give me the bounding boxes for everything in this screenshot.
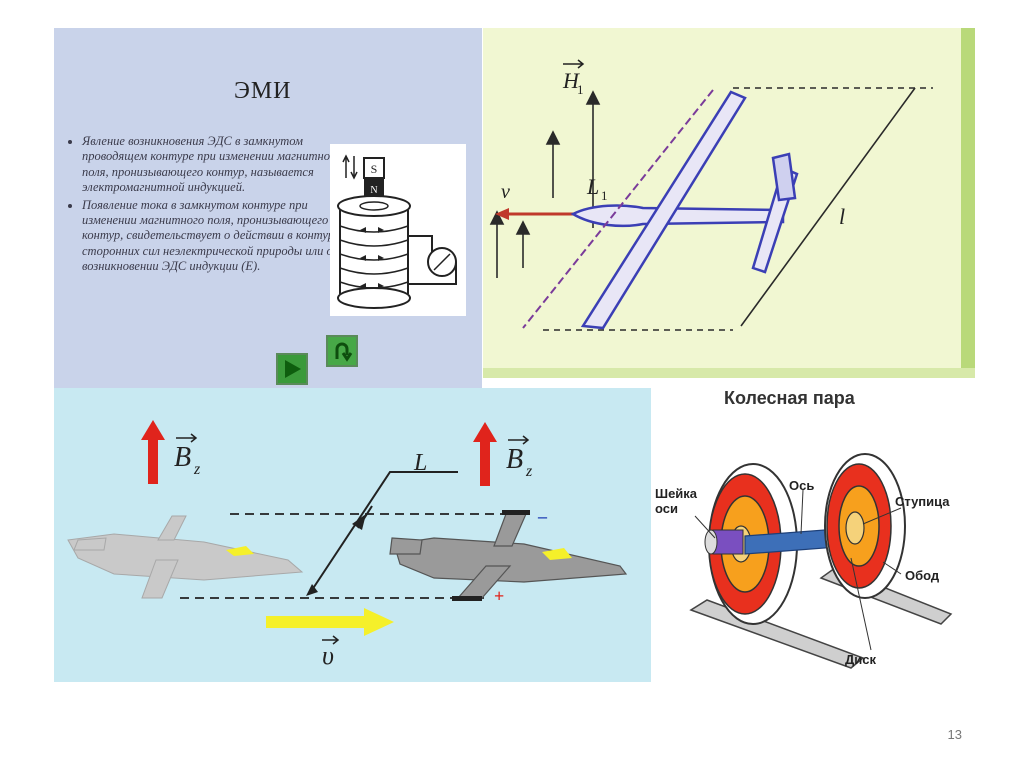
coil-bottom xyxy=(337,287,411,309)
plane-top-icon xyxy=(570,90,799,330)
plane-top-panel: H 1 v L 1 l xyxy=(483,28,975,378)
coil-diagram: S N xyxy=(330,144,466,316)
coil-windings xyxy=(339,225,409,289)
motion-arrows xyxy=(342,154,358,180)
emi-bullets: Явление возникновения ЭДС в замкнутом пр… xyxy=(68,134,344,277)
field-arrow-left xyxy=(141,420,165,484)
label-rim: Обод xyxy=(905,568,940,583)
label-Bz-right-sub: z xyxy=(525,463,533,480)
magnet-n-pole xyxy=(364,178,384,198)
label-hub: Ступица xyxy=(895,494,950,509)
wheelset-panel: Колесная пара Шейка оси Ось Ступица О xyxy=(651,378,963,684)
magnet-n-label: N xyxy=(370,185,377,196)
wing-line xyxy=(522,89,714,329)
plane-left-icon xyxy=(67,515,304,599)
wingtip-top xyxy=(502,510,530,515)
length-line xyxy=(740,87,916,327)
magnet-s-label: S xyxy=(371,162,378,176)
plus-sign: + xyxy=(494,586,504,606)
label-l: l xyxy=(839,204,845,229)
label-L: L xyxy=(586,174,599,199)
coil-sides xyxy=(339,210,409,294)
emi-bullet-1: Явление возникновения ЭДС в замкнутом пр… xyxy=(82,134,344,196)
plane-right-icon xyxy=(389,513,628,599)
right-wheel-hub xyxy=(845,511,865,545)
emi-panel: ЭМИ Явление возникновения ЭДС в замкнуто… xyxy=(54,28,482,388)
minus-sign: – xyxy=(537,506,548,526)
plane-side-diagram: B z B z L – + xyxy=(67,420,628,670)
leader-lines xyxy=(694,489,902,651)
label-journal: Шейка оси xyxy=(655,486,698,516)
emi-title: ЭМИ xyxy=(234,78,292,104)
label-disc: Диск xyxy=(845,652,876,667)
wheelset-title: Колесная пара xyxy=(724,388,855,408)
label-L-sub: 1 xyxy=(601,188,608,203)
green-edge xyxy=(961,28,975,378)
galvanometer-needle xyxy=(433,253,451,271)
journal xyxy=(712,529,744,555)
cockpit-right xyxy=(542,548,572,560)
play-button[interactable] xyxy=(276,353,308,385)
field-arrows-top xyxy=(489,90,601,278)
label-v: v xyxy=(501,181,510,203)
wheelset-diagram xyxy=(689,453,953,669)
label-axle: Ось xyxy=(789,478,815,493)
cockpit-left xyxy=(226,546,254,556)
emi-bullet-2: Появление тока в замкнутом контуре при и… xyxy=(82,198,344,275)
velocity-arrow-side xyxy=(266,608,394,636)
field-arrow-right xyxy=(473,422,497,486)
label-v-side: υ xyxy=(322,641,334,670)
label-H: H xyxy=(562,68,580,93)
label-H-sub: 1 xyxy=(577,82,584,97)
label-Bz-right: B xyxy=(506,444,523,475)
wingtip-bottom xyxy=(452,596,482,601)
plane-top-diagram: H 1 v L 1 l xyxy=(483,28,975,378)
dashed-lines xyxy=(543,87,933,331)
L-pointer xyxy=(311,471,458,591)
label-L: L xyxy=(413,450,427,476)
dashed-lines-side xyxy=(180,513,524,599)
slide-number: 13 xyxy=(947,727,962,742)
label-Bz-left-sub: z xyxy=(193,461,201,478)
label-Bz-left: B xyxy=(174,442,191,473)
plane-side-panel: B z B z L – + xyxy=(54,388,651,682)
return-button[interactable] xyxy=(326,335,358,367)
